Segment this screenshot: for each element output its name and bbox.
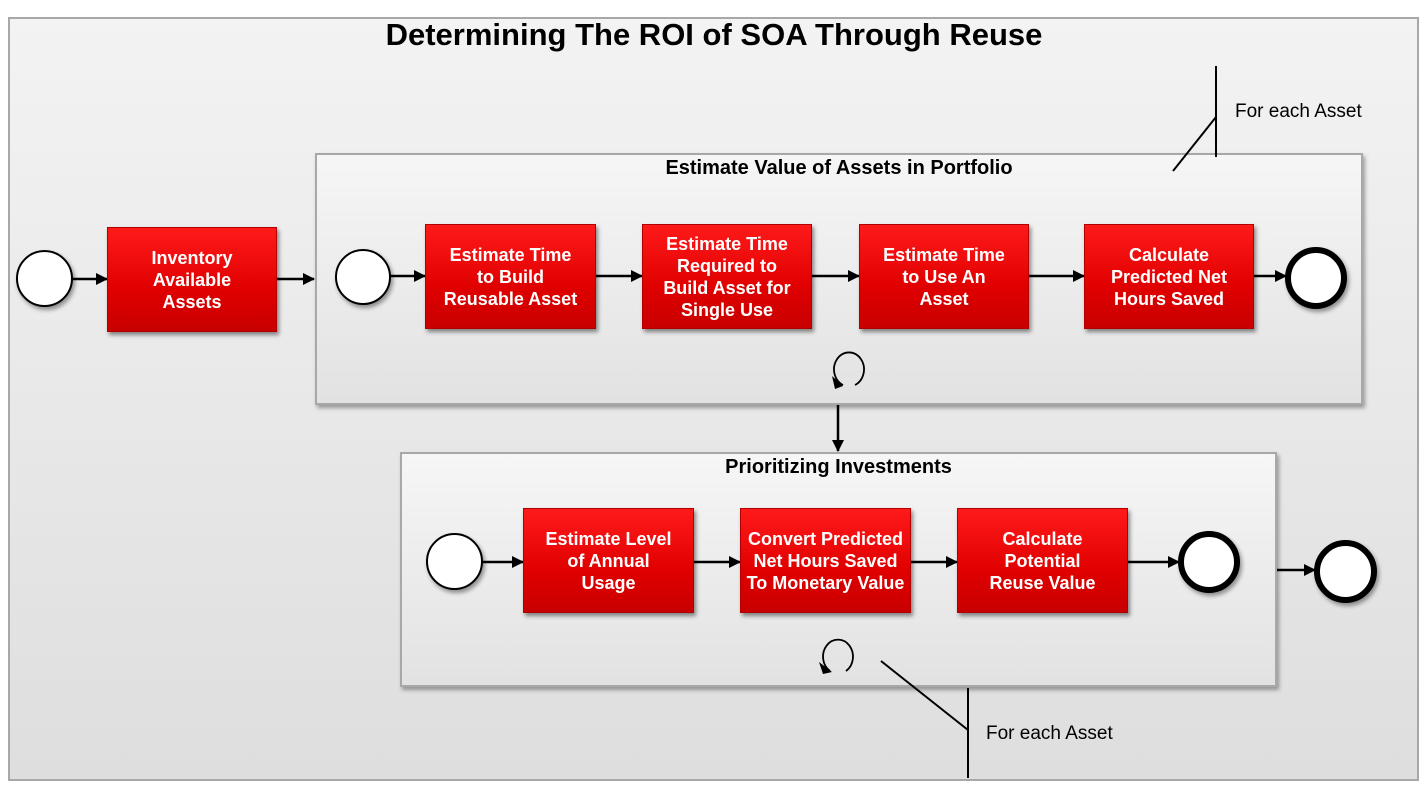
task-estimate-annual-usage[interactable]: Estimate Level of Annual Usage — [523, 508, 694, 613]
annotation-bracket-estimate — [1172, 66, 1217, 172]
pool-prioritizing-title: Prioritizing Investments — [725, 456, 952, 478]
annotation-estimate-loop: For each Asset — [1235, 101, 1362, 122]
loop-icon-prioritize — [819, 638, 854, 674]
loop-icon-estimate — [832, 351, 865, 389]
task-estimate-use-asset[interactable]: Estimate Time to Use An Asset — [859, 224, 1029, 329]
prioritize-end-event[interactable] — [1178, 531, 1240, 593]
estimate-end-event[interactable] — [1285, 247, 1347, 309]
task-estimate-build-reusable[interactable]: Estimate Time to Build Reusable Asset — [425, 224, 596, 329]
pool-estimate-value-title: Estimate Value of Assets in Portfolio — [665, 157, 1013, 179]
start-event[interactable] — [16, 250, 73, 307]
annotation-prioritize-loop: For each Asset — [986, 723, 1113, 744]
process-end-event[interactable] — [1314, 540, 1377, 603]
task-calculate-reuse-value[interactable]: Calculate Potential Reuse Value — [957, 508, 1128, 613]
task-inventory-assets[interactable]: Inventory Available Assets — [107, 227, 277, 332]
prioritize-start-event[interactable] — [426, 533, 483, 590]
estimate-start-event[interactable] — [335, 249, 391, 305]
task-convert-to-monetary[interactable]: Convert Predicted Net Hours Saved To Mon… — [740, 508, 911, 613]
annotation-bracket-prioritize — [880, 660, 969, 778]
diagram-title: Determining The ROI of SOA Through Reuse — [385, 17, 1043, 52]
task-estimate-build-single-use[interactable]: Estimate Time Required to Build Asset fo… — [642, 224, 812, 329]
task-calculate-net-hours[interactable]: Calculate Predicted Net Hours Saved — [1084, 224, 1254, 329]
